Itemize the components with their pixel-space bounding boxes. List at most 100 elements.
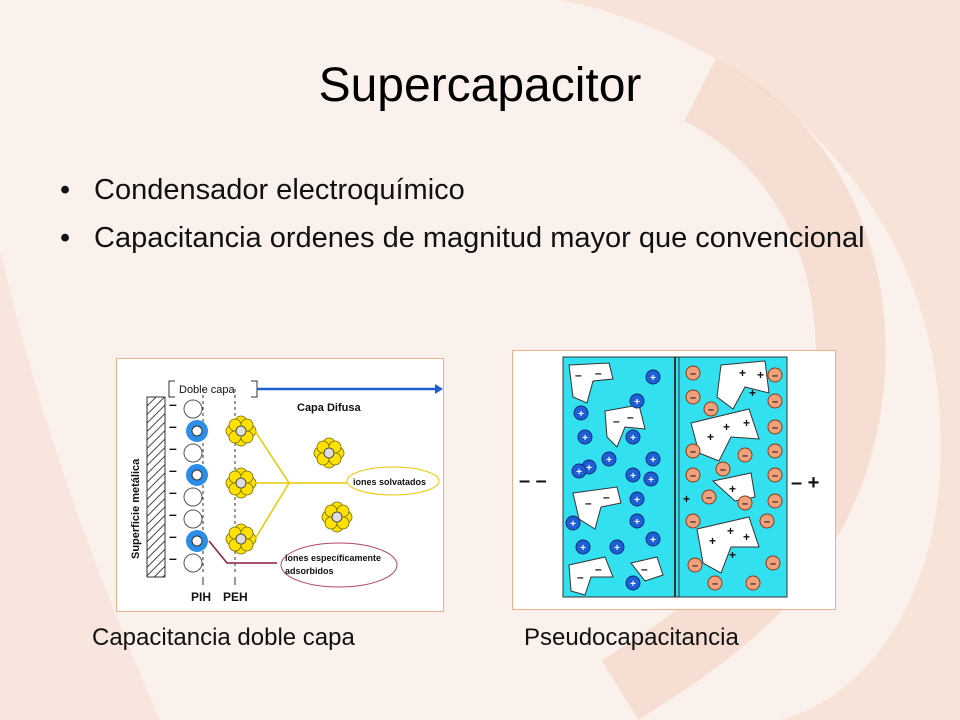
svg-text:–: – [772, 446, 778, 458]
svg-text:–: – [770, 558, 776, 570]
svg-text:–: – [627, 410, 634, 424]
svg-text:–: – [169, 550, 177, 566]
svg-text:+: + [739, 366, 746, 380]
caption-double-layer: Capacitancia doble capa [92, 624, 355, 651]
bullet-list: •Condensador electroquímico •Capacitanci… [60, 172, 880, 268]
adsorbed-label-oval [280, 542, 398, 588]
label-adsorbidos-1: iones específicamente [285, 553, 381, 563]
svg-text:+: + [606, 455, 612, 466]
svg-text:+: + [650, 535, 656, 546]
positive-ions [565, 369, 661, 591]
svg-text:+: + [743, 530, 750, 544]
svg-text:+: + [729, 548, 736, 562]
slide-title: Supercapacitor [318, 59, 642, 112]
svg-text:+: + [729, 482, 736, 496]
svg-text:–: – [772, 496, 778, 508]
label-pos-terminal: – + [791, 472, 819, 494]
svg-text:–: – [641, 562, 648, 576]
svg-text:+: + [576, 467, 582, 478]
svg-text:–: – [169, 484, 177, 500]
svg-text:–: – [692, 560, 698, 572]
double-layer-diagram: Superficie metálica – – – – – – – – Doble capa… [116, 358, 444, 612]
svg-text:–: – [575, 368, 582, 382]
svg-text:–: – [720, 464, 726, 476]
label-neg-terminal: – – [519, 470, 547, 492]
positive-ion-signs: + + + + + + + + + + + + + + + + + + [570, 373, 656, 590]
bullet-item: •Capacitancia ordenes de magnitud mayor … [60, 222, 865, 254]
left-crystals [568, 362, 664, 596]
svg-text:–: – [772, 470, 778, 482]
caption-pseudocapacitance: Pseudocapacitancia [524, 624, 739, 651]
svg-text:–: – [595, 562, 602, 576]
svg-text:+: + [650, 455, 656, 466]
electrode-charges: – – – – – – – – [169, 396, 177, 566]
label-peh: PEH [223, 590, 248, 604]
svg-text:–: – [772, 396, 778, 408]
svg-text:–: – [613, 414, 620, 428]
label-superficie: Superficie metálica [130, 458, 142, 559]
negative-ions [685, 365, 783, 591]
right-crystals [690, 360, 770, 574]
svg-text:–: – [169, 528, 177, 544]
svg-text:+: + [630, 579, 636, 590]
svg-text:+: + [580, 543, 586, 554]
svg-text:–: – [169, 462, 177, 478]
label-capa-difusa: Capa Difusa [297, 402, 361, 414]
adsorbed-ion-column [183, 399, 208, 573]
svg-text:–: – [169, 396, 177, 412]
crystal-signs: ––– ––– ––– +++ +++ +++ +++ [575, 366, 764, 584]
svg-text:+: + [630, 433, 636, 444]
svg-text:+: + [727, 524, 734, 538]
pseudocapacitance-diagram: – – – + + + + + + + + + + [512, 350, 836, 610]
label-pih: PIH [191, 590, 211, 604]
svg-text:+: + [648, 475, 654, 486]
solvated-ion-cluster [225, 415, 353, 555]
svg-text:+: + [634, 397, 640, 408]
label-doble-capa: Doble capa [179, 384, 236, 396]
svg-text:+: + [757, 368, 764, 382]
svg-text:–: – [706, 492, 712, 504]
svg-text:+: + [570, 519, 576, 530]
svg-text:+: + [709, 534, 716, 548]
svg-text:+: + [582, 433, 588, 444]
label-adsorbidos-2: adsorbidos [285, 566, 334, 576]
svg-text:+: + [630, 471, 636, 482]
svg-text:+: + [634, 495, 640, 506]
solvated-label-oval [346, 466, 440, 496]
svg-text:–: – [690, 446, 696, 458]
metal-electrode [146, 396, 166, 578]
svg-text:–: – [169, 506, 177, 522]
svg-text:–: – [169, 440, 177, 456]
bullet-dot-icon: • [60, 222, 71, 254]
svg-text:–: – [742, 450, 748, 462]
svg-text:–: – [690, 516, 696, 528]
svg-text:+: + [650, 373, 656, 384]
svg-text:–: – [595, 366, 602, 380]
svg-text:–: – [690, 392, 696, 404]
svg-text:+: + [723, 420, 730, 434]
svg-text:+: + [578, 409, 584, 420]
svg-text:+: + [743, 416, 750, 430]
svg-text:–: – [577, 570, 584, 584]
svg-text:–: – [708, 404, 714, 416]
svg-text:–: – [772, 422, 778, 434]
svg-text:–: – [690, 368, 696, 380]
svg-text:–: – [772, 370, 778, 382]
svg-text:+: + [586, 463, 592, 474]
bullet-item: •Condensador electroquímico [60, 174, 465, 206]
svg-text:+: + [634, 517, 640, 528]
svg-text:–: – [764, 516, 770, 528]
svg-text:–: – [742, 498, 748, 510]
label-solvatados: iones solvatados [353, 477, 426, 487]
svg-text:–: – [169, 418, 177, 434]
svg-text:–: – [750, 578, 756, 590]
svg-text:–: – [603, 490, 610, 504]
bullet-dot-icon: • [60, 174, 71, 206]
negative-ion-signs: ––– ––– ––– ––– ––– ––– ––– [690, 368, 778, 590]
svg-text:–: – [585, 496, 592, 510]
svg-text:+: + [683, 492, 690, 506]
svg-text:–: – [712, 578, 718, 590]
svg-text:+: + [749, 386, 756, 400]
svg-text:+: + [707, 430, 714, 444]
svg-text:+: + [614, 543, 620, 554]
